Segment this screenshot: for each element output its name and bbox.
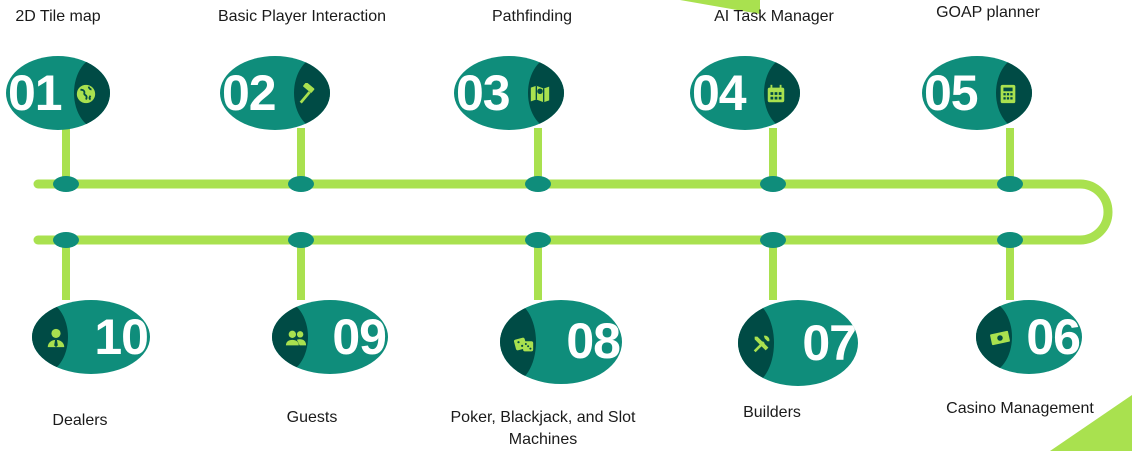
step-03: Pathfinding 03 <box>454 8 644 168</box>
node-01 <box>53 176 79 192</box>
step-02-title: Basic Player Interaction <box>217 8 387 25</box>
step-08-title-line1: Poker, Blackjack, and Slot <box>450 409 636 426</box>
step-09-number: 09 <box>332 309 387 365</box>
node-07 <box>760 232 786 248</box>
step-09: 09 <box>272 300 432 460</box>
step-06: 06 <box>976 300 1132 460</box>
step-05-badge: 05 <box>922 56 1032 130</box>
step-05: GOAP planner 05 <box>922 4 1110 164</box>
step-04-title: AI Task Manager <box>714 8 834 25</box>
step-08-number: 08 <box>566 313 621 369</box>
step-05-number: 05 <box>924 65 979 121</box>
calendar-icon <box>762 80 790 108</box>
step-02-number: 02 <box>222 65 277 121</box>
step-06-number: 06 <box>1026 309 1081 365</box>
users-icon <box>282 324 310 352</box>
map-icon <box>526 80 554 108</box>
rail-turn <box>1079 179 1113 245</box>
step-01: 2D Tile map 01 <box>6 8 166 168</box>
step-02-badge: 02 <box>220 56 330 130</box>
step-04-number: 04 <box>692 65 747 121</box>
hammer-icon <box>292 80 320 108</box>
step-06-title: Casino Management <box>946 400 1094 417</box>
node-03 <box>525 176 551 192</box>
step-06-badge: 06 <box>976 300 1082 374</box>
dice-icon <box>510 330 538 358</box>
step-03-number: 03 <box>456 65 511 121</box>
step-10-number: 10 <box>94 309 149 365</box>
step-03-badge: 03 <box>454 56 564 130</box>
step-07-number: 07 <box>802 315 857 371</box>
corner-accent-bottom <box>1050 395 1132 451</box>
step-02: Basic Player Interaction 02 <box>218 8 406 168</box>
step-04: AI Task Manager 04 <box>690 8 878 168</box>
step-07: 07 <box>738 300 898 460</box>
calculator-icon <box>994 80 1022 108</box>
node-05 <box>997 176 1023 192</box>
step-07-title: Builders <box>743 404 801 421</box>
step-03-title: Pathfinding <box>491 8 573 25</box>
node-09 <box>288 232 314 248</box>
step-09-badge: 09 <box>272 300 388 374</box>
step-01-badge: 01 <box>6 56 110 130</box>
money-icon <box>986 324 1014 352</box>
user-tie-icon <box>42 324 70 352</box>
globe-icon <box>72 80 100 108</box>
tools-icon <box>748 330 776 358</box>
corner-accent-top <box>680 0 760 14</box>
node-10 <box>53 232 79 248</box>
step-10-title: Dealers <box>52 412 108 429</box>
node-02 <box>288 176 314 192</box>
step-01-title: 2D Tile map <box>15 8 101 25</box>
step-05-title: GOAP planner <box>936 4 1040 21</box>
step-07-badge: 07 <box>738 300 858 386</box>
step-04-badge: 04 <box>690 56 800 130</box>
node-08 <box>525 232 551 248</box>
step-10: 10 <box>32 300 200 460</box>
node-06 <box>997 232 1023 248</box>
step-10-badge: 10 <box>32 300 150 374</box>
step-08: 08 <box>500 300 660 460</box>
node-04 <box>760 176 786 192</box>
step-08-badge: 08 <box>500 300 622 384</box>
step-01-number: 01 <box>8 65 63 121</box>
step-08-title-line2: Machines <box>508 431 578 448</box>
step-08-title: Poker, Blackjack, and Slot Machines <box>438 407 648 451</box>
step-09-title: Guests <box>286 409 338 426</box>
